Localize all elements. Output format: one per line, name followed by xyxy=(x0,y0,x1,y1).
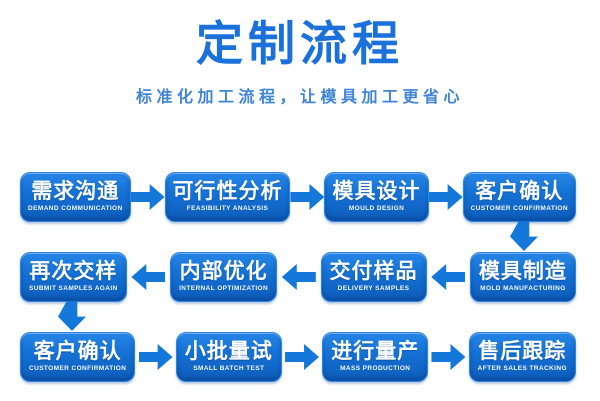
step-label-en: MASS PRODUCTION xyxy=(340,364,411,372)
arrow-down-icon xyxy=(510,221,538,251)
step-label-en: MOLD MANUFACTURING xyxy=(480,284,566,292)
step-customer-confirmation-2: 客户确认 CUSTOMER CONFIRMATION xyxy=(20,332,136,382)
step-label-en: FEASIBILITY ANALYSIS xyxy=(186,204,269,212)
step-label-en: DEMAND COMMUNICATION xyxy=(28,204,123,212)
flow-row-3: 客户确认 CUSTOMER CONFIRMATION 小批量试 SMALL BA… xyxy=(20,332,576,382)
step-label-zh: 内部优化 xyxy=(179,259,268,283)
step-customer-confirmation-1: 客户确认 CUSTOMER CONFIRMATION xyxy=(462,172,576,222)
step-label-zh: 交付样品 xyxy=(329,259,418,283)
step-label-zh: 小批量试 xyxy=(184,339,273,363)
arrow-left-icon xyxy=(131,264,166,290)
step-label-zh: 再次交样 xyxy=(29,259,118,283)
flow-row-2: 再次交样 SUBMIT SAMPLES AGAIN 内部优化 INTERNAL … xyxy=(20,252,576,302)
step-label-zh: 需求沟通 xyxy=(31,179,120,203)
arrow-left-icon xyxy=(281,264,316,290)
step-label-zh: 售后跟踪 xyxy=(478,339,567,363)
step-label-en: AFTER SALES TRACKING xyxy=(477,364,567,372)
step-label-zh: 客户确认 xyxy=(33,339,122,363)
step-internal-optimization: 内部优化 INTERNAL OPTIMIZATION xyxy=(170,252,278,302)
step-small-batch-test: 小批量试 SMALL BATCH TEST xyxy=(175,332,282,382)
flow-row-1: 需求沟通 DEMAND COMMUNICATION 可行性分析 FEASIBIL… xyxy=(20,172,576,222)
page-title: 定制流程 xyxy=(196,17,404,70)
step-label-en: CUSTOMER CONFIRMATION xyxy=(470,204,568,212)
step-label-zh: 客户确认 xyxy=(475,179,564,203)
step-label-en: MOULD DESIGN xyxy=(348,204,405,212)
arrow-right-icon xyxy=(138,344,173,370)
step-mould-design: 模具设计 MOULD DESIGN xyxy=(324,172,429,222)
step-label-en: CUSTOMER CONFIRMATION xyxy=(29,364,127,372)
arrow-left-icon xyxy=(431,264,466,290)
arrow-right-icon xyxy=(130,184,165,210)
step-label-zh: 进行量产 xyxy=(331,339,420,363)
step-delivery-samples: 交付样品 DELIVERY SAMPLES xyxy=(320,252,427,302)
step-feasibility-analysis: 可行性分析 FEASIBILITY ANALYSIS xyxy=(164,172,291,222)
step-demand-communication: 需求沟通 DEMAND COMMUNICATION xyxy=(20,172,131,222)
step-mass-production: 进行量产 MASS PRODUCTION xyxy=(322,332,429,382)
step-submit-samples-again: 再次交样 SUBMIT SAMPLES AGAIN xyxy=(20,252,127,302)
step-label-en: SMALL BATCH TEST xyxy=(193,364,265,372)
step-label-zh: 可行性分析 xyxy=(172,179,283,203)
arrow-down-icon xyxy=(58,301,86,331)
step-after-sales-tracking: 售后跟踪 AFTER SALES TRACKING xyxy=(468,332,576,382)
arrow-right-icon xyxy=(428,184,463,210)
arrow-right-icon xyxy=(431,344,466,370)
arrow-right-icon xyxy=(285,344,320,370)
step-label-zh: 模具制造 xyxy=(478,259,567,283)
step-label-en: INTERNAL OPTIMIZATION xyxy=(179,284,269,292)
page-subtitle: 标准化加工流程，让模具加工更省心 xyxy=(135,88,464,106)
step-label-zh: 模具设计 xyxy=(332,179,421,203)
arrow-right-icon xyxy=(290,184,325,210)
step-label-en: SUBMIT SAMPLES AGAIN xyxy=(29,284,118,292)
step-label-en: DELIVERY SAMPLES xyxy=(337,284,410,292)
step-mold-manufacturing: 模具制造 MOLD MANUFACTURING xyxy=(469,252,576,302)
